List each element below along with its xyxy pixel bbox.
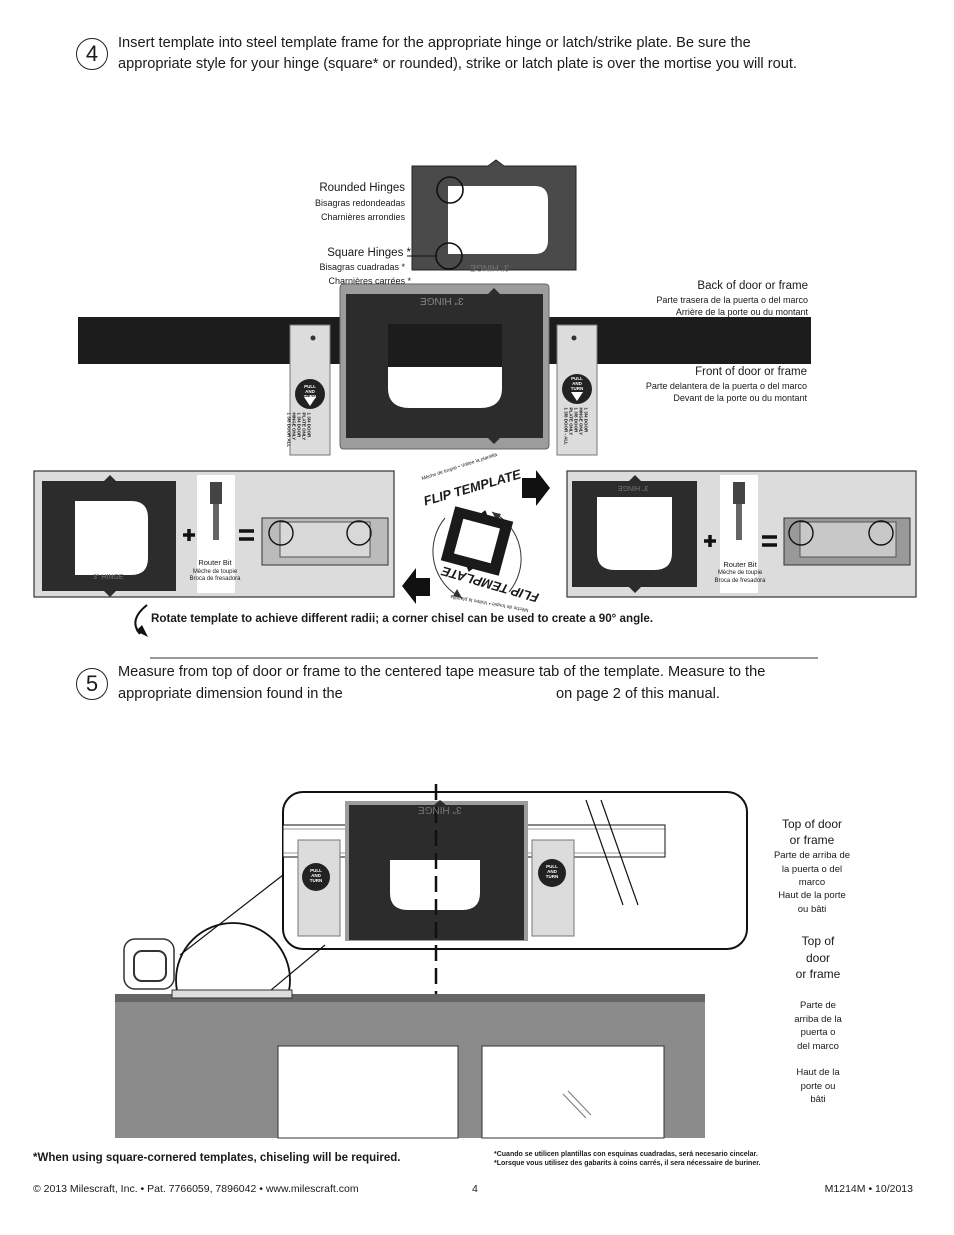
step-4-number: 4: [76, 38, 108, 70]
rounded-hinges-fr: Charnières arrondies: [320, 212, 405, 222]
left-box-hinge-label: 3" HINGE: [93, 574, 124, 581]
footer-page-number: 4: [472, 1183, 478, 1195]
footer-document-code: M1214M • 10/2013: [824, 1183, 913, 1195]
right-box-hinge-label: 3" HINGE: [618, 484, 649, 491]
top-of-door-1-en-line-2: or frame: [789, 833, 835, 847]
rotate-template-note: Rotate template to achieve different rad…: [151, 612, 654, 625]
square-hinges-label: Square Hinges *: [327, 247, 411, 259]
right-clip-door-text: 1 3/4 DOOR HINGE ONLY 1 3/8 DOOR PLATE O…: [563, 407, 589, 445]
magnified-right-pull-and-turn: PULL AND TURN: [545, 864, 559, 879]
magnified-left-pull-and-turn: PULL AND TURN: [309, 868, 323, 883]
router-bit-right-es: Broca de fresadora: [714, 578, 766, 584]
rounded-hinges-label: Rounded Hinges: [319, 182, 405, 194]
top-of-door-1-es: Parte de arriba de la puerta o del marco: [773, 850, 851, 888]
top-of-door-1-fr: Haut de la porte ou bâti: [778, 890, 846, 915]
step-5-text-line-1: Measure from top of door or frame to the…: [118, 664, 766, 680]
left-clip-pull-and-turn: PULL AND TURN: [303, 384, 317, 399]
left-equals-sign: =: [172, 598, 173, 599]
magnified-hinge-label: 3" HINGE: [418, 804, 462, 815]
measure-illustration: [115, 784, 748, 1139]
left-clip-door-text: 1 3/4 DOOR PLATE ONLY 1 3/4 DOOR HINGE O…: [286, 412, 312, 448]
top-of-door-2-en: Top of door or frame: [795, 934, 841, 981]
router-bit-left-es: Broca de fresadora: [189, 576, 241, 582]
top-of-door-2-fr: Haut de la porte ou bâti: [796, 1067, 840, 1105]
back-of-door-label: Back of door or frame: [697, 280, 808, 292]
rounded-hinges-es: Bisagras redondeadas: [314, 198, 405, 208]
router-bit-left-label: Router Bit: [198, 558, 232, 567]
step-5-text-line-2b: on page 2 of this manual.: [556, 686, 720, 702]
left-plus-sign: +: [170, 598, 171, 599]
template-frame-illustration: [33, 159, 917, 659]
step-4-text-line-2: appropriate style for your hinge (square…: [118, 56, 797, 72]
router-bit-right-fr: Mèche de toupie: [717, 570, 763, 576]
footnote-french: *Lorsque vous utilisez des gabarits à co…: [494, 1160, 761, 1167]
square-hinges-es: Bisagras cuadradas *: [319, 262, 405, 272]
front-of-door-label: Front of door or frame: [695, 366, 807, 378]
front-of-door-fr: Devant de la porte ou du montant: [673, 393, 807, 403]
back-of-door-fr: Arrière de la porte ou du montant: [675, 307, 808, 317]
footnote-spanish: *Cuando se utilicen plantillas con esqui…: [494, 1151, 758, 1158]
right-clip-pull-and-turn: PULL AND TURN: [570, 376, 584, 391]
step-5-text-line-2a: appropriate dimension found in the: [118, 686, 343, 702]
frame-hinge-label: 3" HINGE: [420, 295, 464, 306]
top-of-door-2-es: Parte de arriba de la puerta o del marco: [794, 1000, 842, 1052]
square-hinges-fr: Charnières carrées *: [328, 276, 411, 286]
front-of-door-es: Parte delantera de la puerta o del marco: [645, 381, 807, 391]
back-of-door-es: Parte trasera de la puerta o del marco: [656, 295, 808, 305]
step-4-text-line-1: Insert template into steel template fram…: [118, 35, 751, 51]
loose-template-hinge-label: 3" HINGE: [470, 263, 510, 273]
router-bit-right-label: Router Bit: [723, 560, 757, 569]
footer-copyright: © 2013 Milescraft, Inc. • Pat. 7766059, …: [33, 1183, 359, 1195]
step-5-number: 5: [76, 668, 108, 700]
footnote-english: *When using square-cornered templates, c…: [33, 1152, 401, 1164]
top-of-door-1-en-line-1: Top of door: [781, 817, 843, 831]
router-bit-left-fr: Mèche de toupie: [192, 569, 238, 575]
